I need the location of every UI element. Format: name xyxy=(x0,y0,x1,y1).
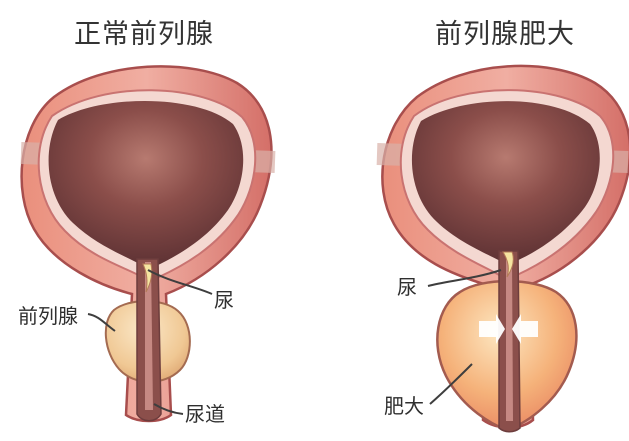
normal-panel-container xyxy=(0,0,314,441)
enlarged-urine-label: 尿 xyxy=(397,275,417,299)
enlarged-label: 肥大 xyxy=(384,394,424,418)
enlarged-panel-container xyxy=(315,0,629,441)
prostate-label: 前列腺 xyxy=(18,304,78,328)
enlarged-title: 前列腺肥大 xyxy=(435,18,575,52)
urethra-label: 尿道 xyxy=(185,402,225,426)
normal-title: 正常前列腺 xyxy=(74,18,214,52)
normal-urine-label: 尿 xyxy=(214,288,234,312)
